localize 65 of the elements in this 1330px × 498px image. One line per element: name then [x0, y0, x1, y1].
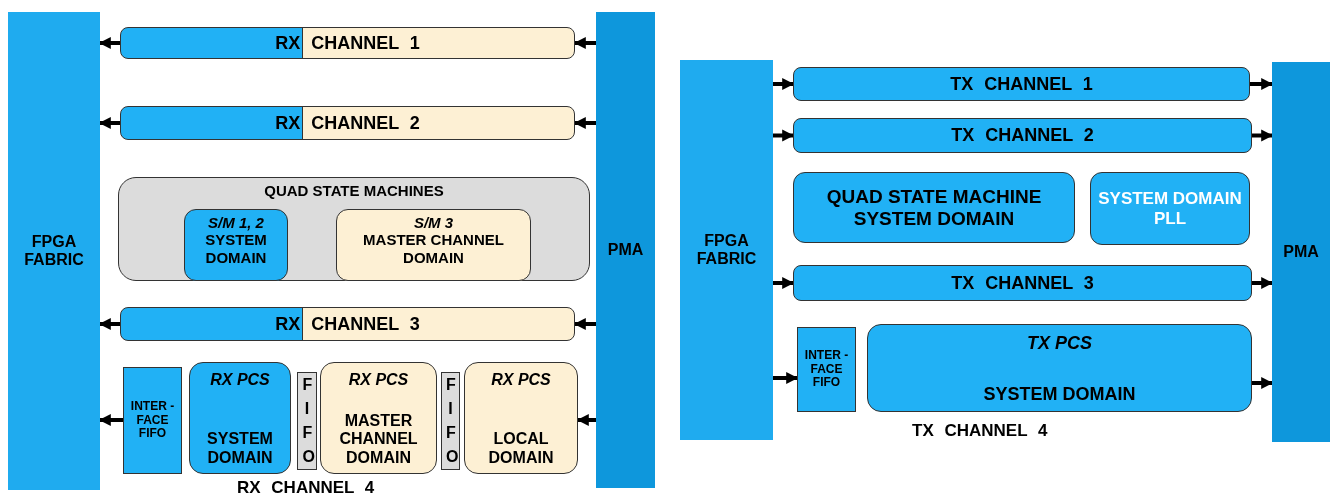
block-title: S/M 3 — [413, 214, 454, 232]
block-subtitle: SYSTEM DOMAIN — [853, 207, 1015, 230]
state-machine-block — [793, 172, 1075, 243]
arrow — [1250, 78, 1274, 90]
channel-bar — [120, 307, 575, 341]
arrow — [573, 117, 596, 129]
block-label: RX CHANNEL 2 — [275, 112, 420, 134]
block-label: TX CHANNEL 2 — [951, 125, 1094, 146]
fabric-block — [8, 12, 100, 490]
block-label: QUAD STATE MACHINES — [264, 182, 444, 200]
arrow — [773, 129, 795, 142]
fifo-strip — [297, 372, 317, 470]
arrow — [576, 414, 596, 426]
fifo-block — [797, 327, 856, 412]
channel-caption: RX CHANNEL 4 — [237, 478, 375, 498]
domain-block — [336, 209, 531, 281]
fifo-strip — [441, 372, 460, 470]
block-label: PMA — [1283, 242, 1319, 262]
channel-bar — [120, 106, 575, 140]
arrow — [573, 318, 596, 330]
block-label: RX CHANNEL 1 — [275, 32, 420, 54]
pma-block — [1272, 62, 1330, 442]
block-title: RX PCS — [491, 371, 551, 390]
arrow — [773, 277, 795, 289]
block-label: FPGA FABRIC — [695, 231, 758, 269]
block-subtitle: SYSTEM DOMAIN — [204, 231, 268, 266]
block-label: INTER -FACE FIFO — [803, 348, 850, 391]
arrow — [1252, 129, 1274, 142]
block-label: TX CHANNEL 1 — [950, 73, 1093, 95]
pcs-block — [320, 362, 437, 474]
block-label: TX CHANNEL 3 — [951, 272, 1094, 294]
block-title: RX PCS — [348, 371, 409, 390]
group-panel — [118, 177, 590, 281]
channel-bar — [793, 118, 1252, 153]
block-title: S/M 1, 2 — [208, 214, 264, 232]
block-subtitle: MASTER CHANNEL DOMAIN — [338, 411, 419, 467]
channel-bar — [793, 67, 1250, 101]
domain-block — [184, 209, 288, 281]
block-label: FPGA FABRIC — [23, 232, 85, 270]
pcs-block — [189, 362, 291, 474]
fabric-block — [680, 60, 773, 440]
channel-bar — [793, 265, 1252, 301]
block-label: RX CHANNEL 3 — [275, 313, 420, 335]
block-label: SYSTEM DOMAIN PLL — [1097, 188, 1243, 229]
arrow — [773, 78, 795, 90]
block-label: QUAD STATE MACHINE — [826, 185, 1042, 208]
channel-bar — [120, 27, 575, 59]
arrow — [1252, 277, 1274, 289]
block-title: TX PCS — [1027, 333, 1092, 354]
arrow — [573, 37, 596, 49]
arrow — [1252, 377, 1274, 389]
block-title: RX PCS — [210, 371, 270, 390]
channel-caption: TX CHANNEL 4 — [912, 421, 1048, 441]
pll-block — [1090, 172, 1250, 245]
pcs-block — [464, 362, 578, 474]
block-subtitle: SYSTEM DOMAIN — [983, 384, 1136, 405]
block-subtitle: LOCAL DOMAIN — [487, 430, 555, 467]
block-label: INTER -FACE FIFO — [129, 399, 176, 442]
block-subtitle: SYSTEM DOMAIN — [206, 430, 274, 467]
block-subtitle: MASTER CHANNEL DOMAIN — [362, 231, 505, 266]
fifo-block — [123, 367, 182, 474]
block-label: PMA — [607, 240, 644, 260]
pma-block — [596, 12, 655, 488]
arrow — [773, 372, 799, 384]
pcs-block — [867, 324, 1252, 412]
